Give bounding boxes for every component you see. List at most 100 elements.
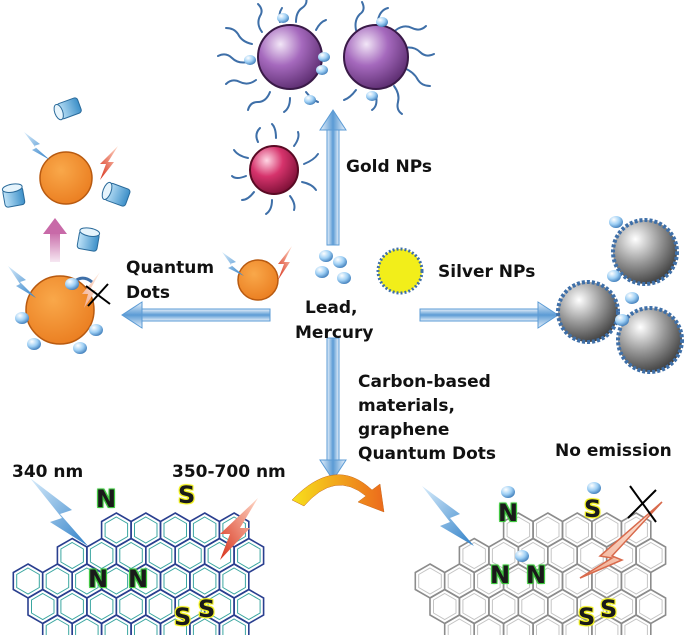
- graphene-ring-inner: [163, 618, 187, 635]
- graphene-ring-inner: [536, 618, 560, 635]
- graphene-ring-inner: [506, 516, 531, 544]
- carbon-label-line2: materials,: [358, 396, 455, 416]
- graphene-ring-inner: [521, 541, 545, 570]
- graphene-ring-inner: [624, 567, 648, 595]
- center-label-line1: Lead,: [305, 298, 358, 318]
- carbon-label-line4: Quantum Dots: [358, 444, 497, 464]
- gold-nanoparticle-small: [249, 145, 299, 195]
- graphene-ring-inner: [536, 567, 560, 595]
- graphene-ring-inner: [104, 516, 129, 544]
- graphene-ring-inner: [148, 592, 173, 621]
- gold-nanoparticle-ligands: [231, 123, 319, 215]
- graphene-ring-inner: [506, 618, 531, 635]
- gold-nanoparticle: [257, 24, 323, 90]
- graphene-ring-inner: [536, 516, 560, 544]
- nitrogen-atom: N: [526, 561, 547, 589]
- graphene-ring-inner: [45, 567, 70, 595]
- quantum-dot-top: [24, 132, 118, 205]
- nitrogen-atom: N: [498, 499, 519, 527]
- arrow-left-quantum: [121, 301, 271, 329]
- graphene-ring: [218, 614, 250, 635]
- carbon-label-line3: graphene: [358, 420, 450, 440]
- graphene-ring-inner: [624, 618, 648, 635]
- silver-nps-label: Silver NPs: [438, 262, 536, 282]
- graphene-ring-inner: [447, 567, 472, 595]
- curved-transition-arrow: [291, 474, 385, 513]
- graphene-ring-inner: [60, 592, 84, 621]
- graphene-ring-inner: [491, 541, 516, 570]
- graphene-ring-inner: [134, 567, 158, 595]
- no-emission-label: No emission: [555, 441, 672, 461]
- silver-nanoparticle-yellow: [376, 247, 424, 295]
- graphene-ring-inner: [521, 592, 545, 621]
- sulfur-atom: S: [198, 595, 216, 623]
- sulfur-atom: S: [600, 595, 618, 623]
- quantum-dots-label-line1: Quantum: [126, 258, 215, 278]
- graphene-ring-inner: [477, 618, 501, 635]
- graphene-ring-inner: [565, 567, 589, 595]
- graphene-ring-inner: [16, 567, 40, 595]
- graphene-ring-inner: [462, 541, 486, 570]
- bound-ions: [501, 482, 601, 562]
- gold-nanoparticle: [343, 24, 409, 90]
- graphene-ring-inner: [75, 567, 99, 595]
- graphene-ring-inner: [639, 592, 663, 621]
- graphene-ring-inner: [104, 618, 129, 635]
- graphene-ring: [620, 614, 652, 635]
- graphene-ring-inner: [550, 592, 575, 621]
- nitrogen-atom: N: [490, 561, 511, 589]
- graphene-ring-inner: [433, 592, 457, 621]
- graphene-ring-inner: [104, 567, 129, 595]
- graphene-ring-inner: [462, 592, 486, 621]
- graphene-ring-inner: [207, 541, 232, 570]
- sulfur-atom: S: [584, 495, 602, 523]
- graphene-ring-inner: [491, 592, 516, 621]
- blocked-emission: [579, 485, 663, 579]
- graphene-ring-inner: [639, 541, 663, 570]
- gold-nps-label: Gold NPs: [346, 157, 433, 177]
- graphene-ring-inner: [594, 516, 619, 544]
- graphene-ring-inner: [192, 516, 217, 544]
- graphene-ring-inner: [134, 618, 158, 635]
- sulfur-atom: S: [174, 603, 192, 631]
- graphene-ring-inner: [163, 516, 187, 544]
- graphene-ring-inner: [580, 541, 604, 570]
- quantum-dot-small: [222, 246, 292, 301]
- receptor-cups: [1, 97, 131, 252]
- graphene-sheet-quenched: [414, 512, 667, 635]
- nitrogen-atom: N: [88, 565, 109, 593]
- nitrogen-atom: N: [96, 485, 117, 513]
- emission-lightning: [220, 498, 258, 560]
- arrow-right-silver: [419, 301, 559, 329]
- center-label-line2: Mercury: [295, 323, 374, 343]
- graphene-ring-inner: [222, 567, 246, 595]
- graphene-ring-inner: [594, 618, 619, 635]
- arrow-up-gold: [319, 109, 347, 246]
- graphene-ring-inner: [609, 592, 634, 621]
- sulfur-atom: S: [178, 481, 196, 509]
- graphene-ring-inner: [134, 516, 158, 544]
- nitrogen-atom: N: [128, 565, 149, 593]
- graphene-ring-inner: [222, 618, 246, 635]
- graphene-ring-inner: [207, 592, 232, 621]
- graphene-ring-inner: [75, 618, 99, 635]
- graphene-ring-inner: [237, 592, 261, 621]
- graphene-ring-inner: [178, 592, 202, 621]
- graphene-ring-inner: [594, 567, 619, 595]
- graphene-ring-inner: [565, 618, 589, 635]
- graphene-ring-inner: [192, 567, 217, 595]
- graphene-ring-inner: [506, 567, 531, 595]
- graphene-ring-inner: [148, 541, 173, 570]
- quantum-dots-label-line2: Dots: [126, 283, 171, 303]
- graphene-ring-inner: [418, 567, 442, 595]
- graphene-sheet-fluorescent: [12, 512, 265, 635]
- graphene-ring-inner: [60, 541, 84, 570]
- excitation-lightning-right: [422, 486, 474, 546]
- graphene-ring-inner: [89, 592, 114, 621]
- graphene-ring-inner: [580, 592, 604, 621]
- sulfur-atom: S: [578, 603, 596, 631]
- metal-ions: [244, 13, 388, 105]
- emission-wavelength-label: 350-700 nm: [172, 462, 286, 482]
